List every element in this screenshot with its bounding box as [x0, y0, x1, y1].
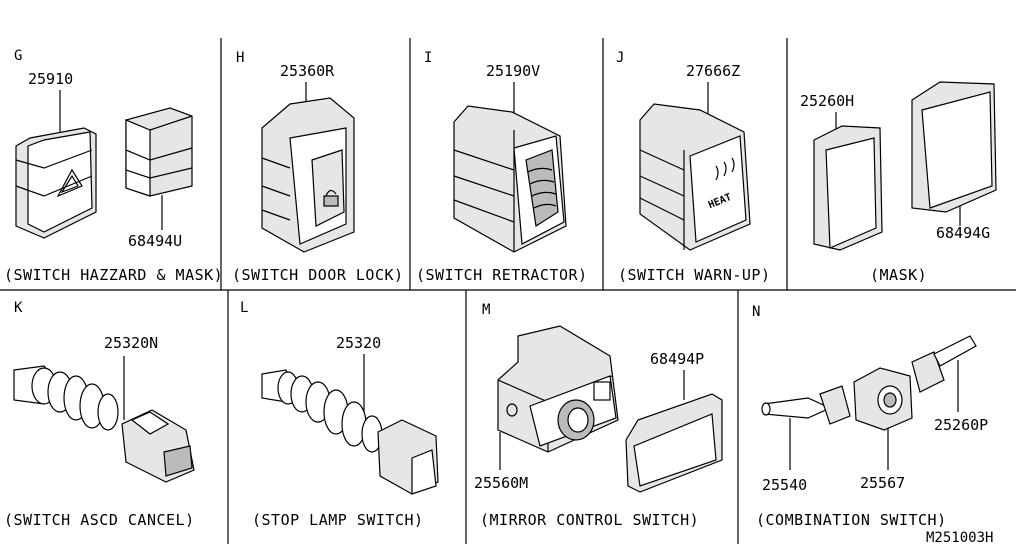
mask-drawing: [813, 81, 997, 251]
part-number-25540: 25540: [762, 476, 808, 494]
part-number-25260p: 25260P: [934, 416, 989, 434]
caption-switch-warn-up: (SWITCH WARN-UP): [618, 266, 771, 284]
part-number-25260h: 25260H: [800, 92, 855, 110]
part-number-25560m: 25560M: [474, 474, 529, 492]
part-number-25190v: 25190V: [486, 62, 541, 80]
section-letter-h: H: [236, 50, 245, 66]
hazard-triangle-icon: [56, 168, 83, 198]
section-letter-m: M: [482, 302, 491, 318]
caption-mask: (MASK): [870, 266, 928, 284]
section-letter-i: I: [424, 50, 433, 66]
part-number-25320: 25320: [336, 334, 382, 352]
caption-combination-switch: (COMBINATION SWITCH): [756, 511, 947, 529]
door-lock-switch-drawing: [261, 82, 355, 253]
caption-stop-lamp-switch: (STOP LAMP SWITCH): [252, 511, 424, 529]
stop-lamp-switch-drawing: [261, 354, 439, 495]
mirror-control-switch-drawing: [497, 325, 723, 493]
part-number-68494g: 68494G: [936, 224, 991, 242]
section-letter-l: L: [240, 300, 249, 316]
section-letter-k: K: [14, 300, 23, 316]
section-letter-n: N: [752, 304, 761, 320]
part-number-68494p: 68494P: [650, 350, 705, 368]
part-number-27666z: 27666Z: [686, 62, 741, 80]
caption-switch-retractor: (SWITCH RETRACTOR): [416, 266, 588, 284]
retractor-switch-drawing: [453, 82, 567, 253]
section-letter-j: J: [616, 50, 625, 66]
caption-mirror-control-switch: (MIRROR CONTROL SWITCH): [480, 511, 700, 529]
caption-switch-door-lock: (SWITCH DOOR LOCK): [232, 266, 404, 284]
part-number-68494u: 68494U: [128, 232, 183, 250]
hazard-switch-drawing: [15, 90, 193, 239]
part-number-25320n: 25320N: [104, 334, 159, 352]
door-lock-icon: [323, 189, 339, 207]
caption-switch-hazzard-mask: (SWITCH HAZZARD & MASK): [4, 266, 224, 284]
ascd-cancel-switch-drawing: [13, 356, 195, 483]
warm-up-switch-drawing: [639, 82, 751, 251]
part-number-25567: 25567: [860, 474, 906, 492]
caption-switch-ascd-cancel: (SWITCH ASCD CANCEL): [4, 511, 195, 529]
seat-heat-icon: [715, 157, 735, 181]
diagram-code: M251003H: [926, 530, 994, 546]
part-number-25910: 25910: [28, 70, 74, 88]
section-letter-g: G: [14, 48, 23, 64]
part-number-25360r: 25360R: [280, 62, 335, 80]
